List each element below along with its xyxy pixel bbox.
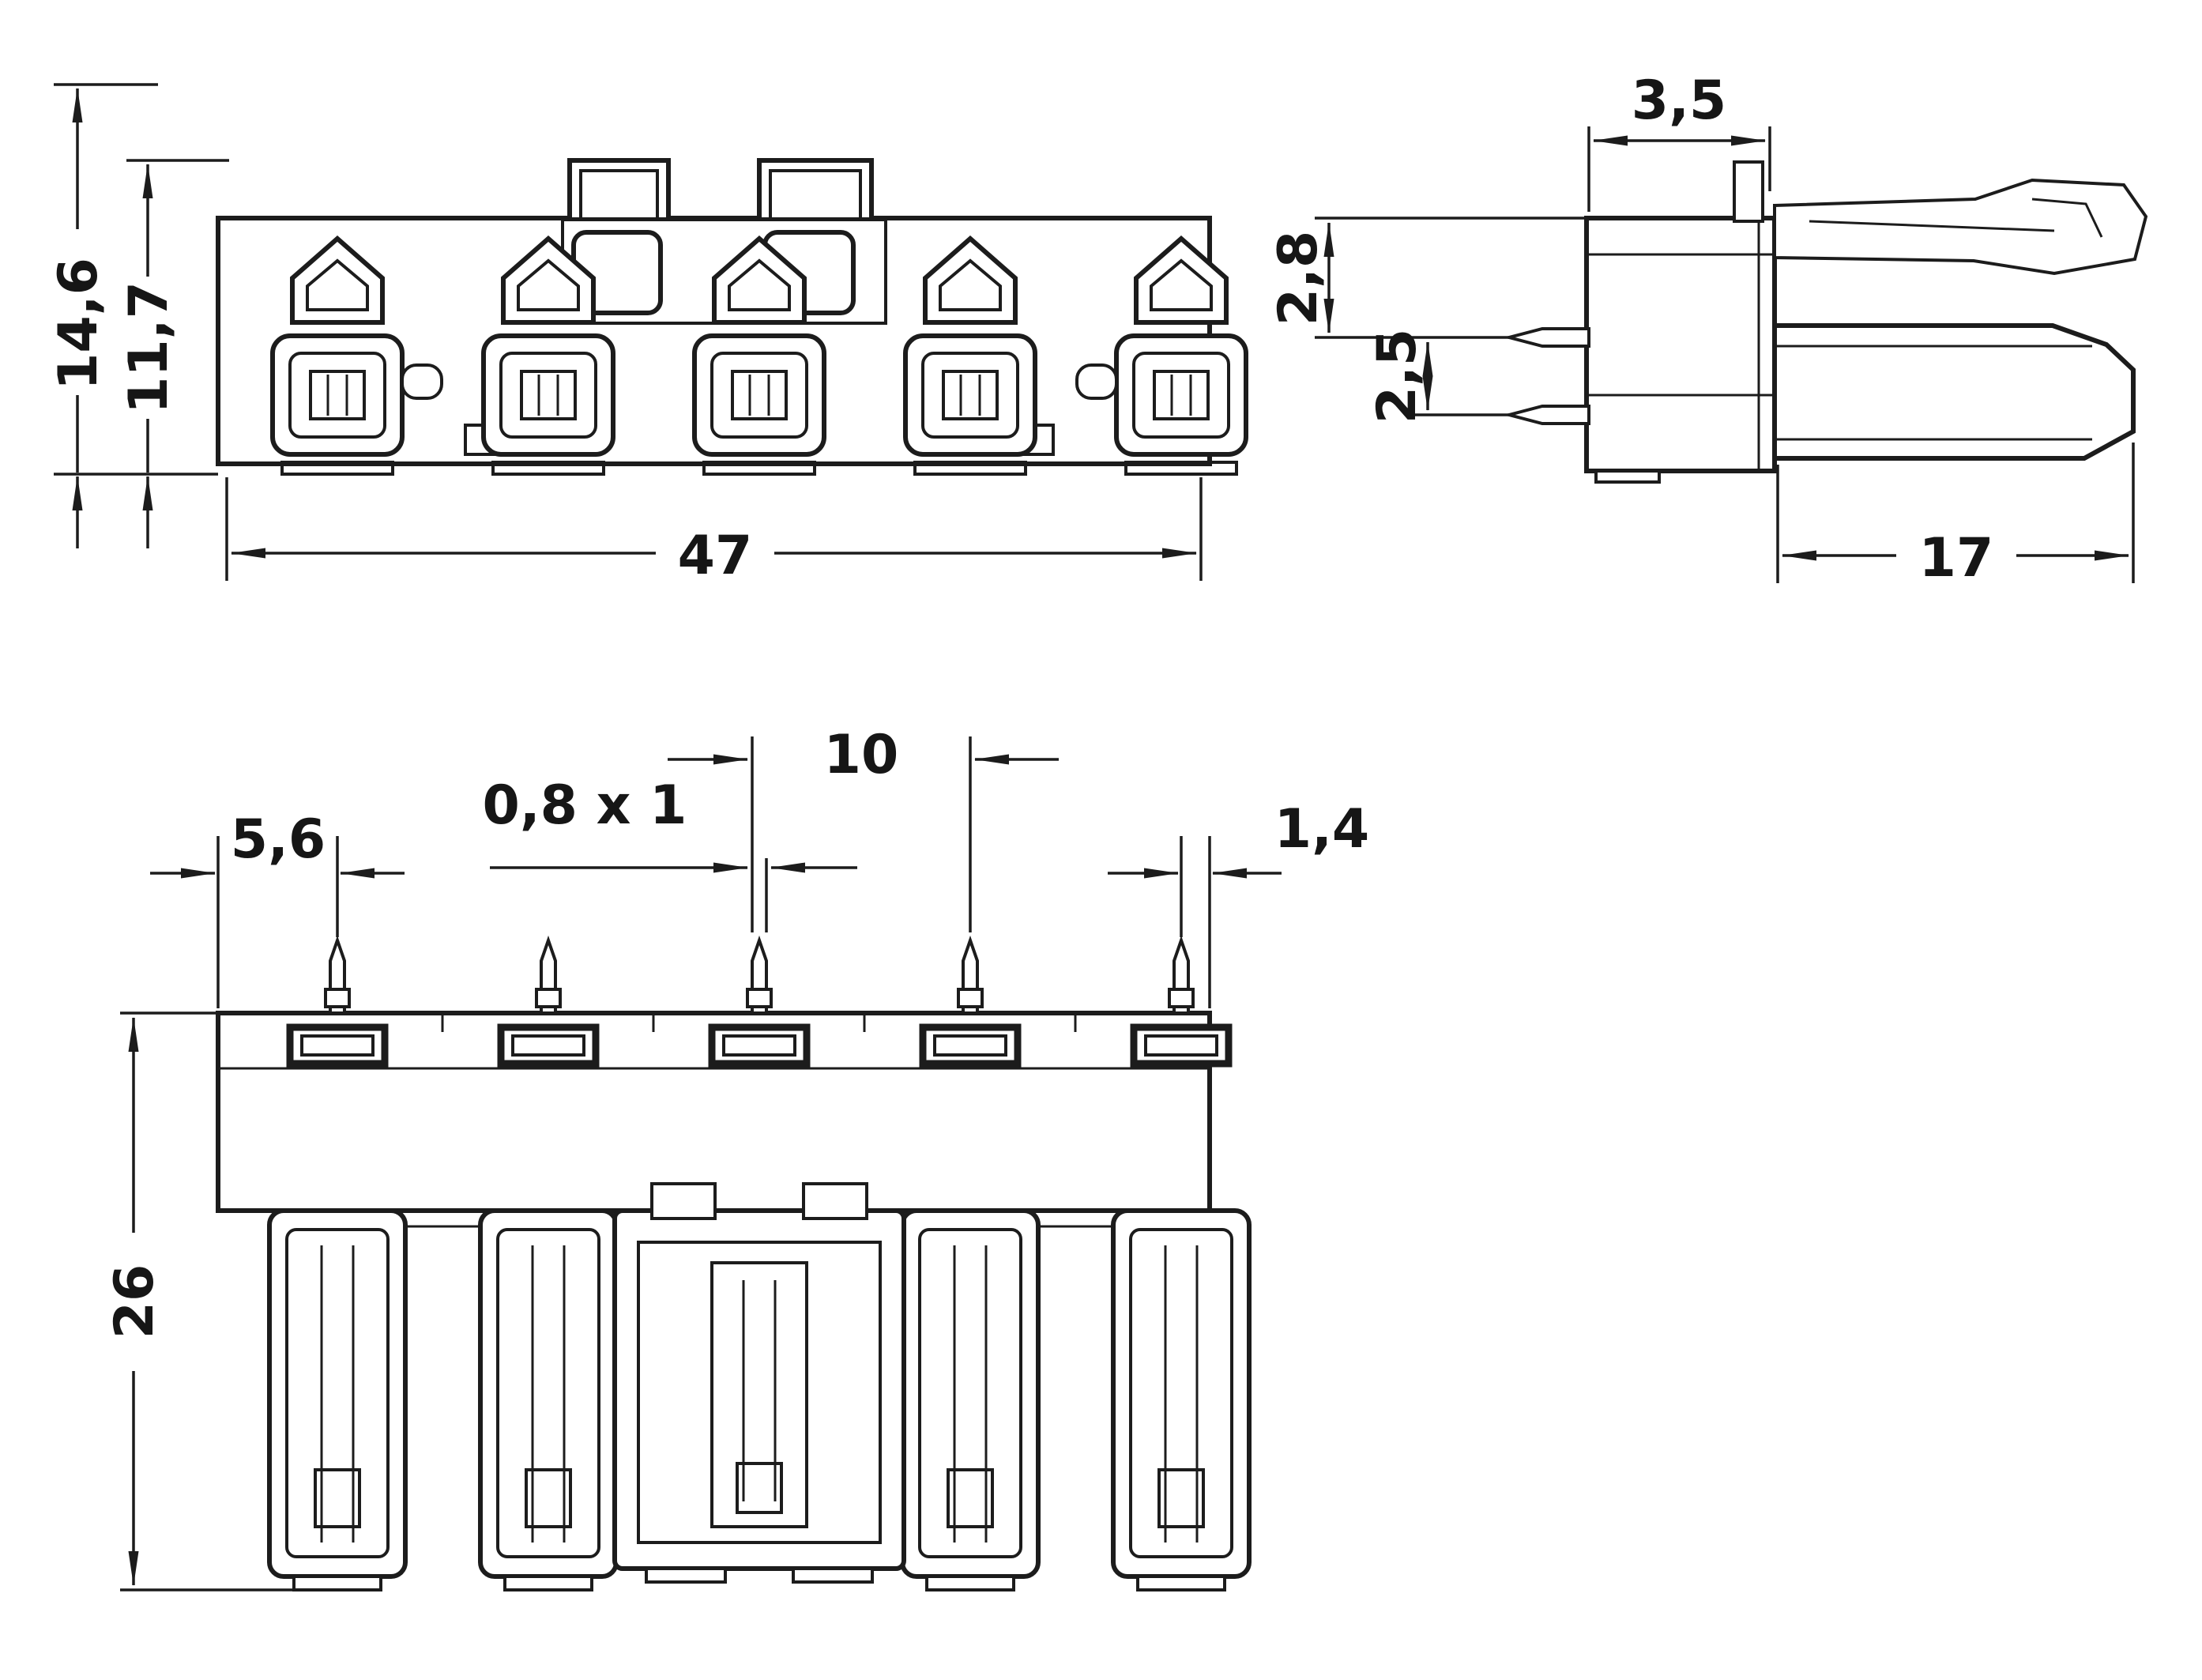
solder-pin-2 — [501, 940, 596, 1064]
dim-label-width: 47 — [678, 525, 753, 587]
dimension-pin-cross-section: 0,8 x 1 — [483, 774, 857, 873]
dim-label-pin-row-2: 2,5 — [1366, 329, 1428, 424]
dim-label-housing-height: 11,7 — [118, 281, 180, 414]
plug-column-2 — [480, 1211, 616, 1590]
plug-column-4 — [902, 1211, 1038, 1590]
dim-label-depth: 17 — [1919, 527, 1994, 590]
dim-label-overall-height: 26 — [104, 1264, 166, 1339]
dimension-last-pin-offset: 1,4 — [1108, 798, 1369, 1008]
solder-pin-3 — [712, 940, 807, 1064]
dim-label-last-pin-offset: 1,4 — [1274, 798, 1369, 861]
top-mounting-pin — [1733, 160, 1764, 223]
plug-column-5 — [1113, 1211, 1249, 1590]
dimension-housing-height: 11,7 — [118, 159, 229, 548]
dim-label-first-pin-offset: 5,6 — [231, 808, 326, 871]
bottom-view: 26 10 0,8 x 1 5,6 — [104, 724, 1369, 1590]
plug-tab — [1772, 323, 2136, 461]
dimension-width: 47 — [225, 477, 1203, 587]
solder-pin-5 — [1134, 940, 1229, 1064]
solder-pin-side-1 — [1503, 327, 1590, 348]
solder-pin-side-2 — [1503, 405, 1590, 425]
solder-pin-1 — [290, 940, 385, 1064]
dim-label-top-offset: 3,5 — [1632, 70, 1726, 132]
dim-label-total-height: 14,6 — [47, 258, 110, 390]
dimension-pin-pitch: 10 — [668, 724, 1059, 932]
side-view: 3,5 2,8 2,5 17 — [1267, 70, 2148, 590]
dim-label-pin-pitch: 10 — [824, 724, 899, 786]
side-body-outline — [1584, 216, 1777, 473]
dim-label-pin-cross-section: 0,8 x 1 — [483, 774, 687, 837]
center-housing — [612, 1208, 906, 1571]
solder-pin-4 — [923, 940, 1018, 1064]
dimension-first-pin-offset: 5,6 — [150, 808, 405, 1008]
dimension-pin-row-2: 2,5 — [1366, 329, 1509, 424]
clamp-stub-pole-1 — [401, 363, 443, 400]
plug-column-3 — [710, 1261, 808, 1528]
clamp-stub-pole-5 — [1075, 363, 1118, 400]
dimension-total-height: 14,6 — [47, 83, 158, 548]
hook-pole-2 — [464, 424, 501, 456]
dim-label-pin-row-1: 2,8 — [1267, 231, 1330, 326]
front-view: 14,6 11,7 47 — [47, 83, 1246, 587]
latch-hook-detail — [2031, 198, 2103, 238]
plug-column-1 — [269, 1211, 405, 1590]
side-foot — [1594, 469, 1661, 484]
dimension-depth: 17 — [1776, 443, 2135, 590]
dimension-overall-height: 26 — [104, 1011, 294, 1591]
dimension-top-offset: 3,5 — [1587, 70, 1771, 212]
hook-pole-4 — [1018, 424, 1055, 456]
dimension-pin-row-1: 2,8 — [1267, 217, 1587, 339]
